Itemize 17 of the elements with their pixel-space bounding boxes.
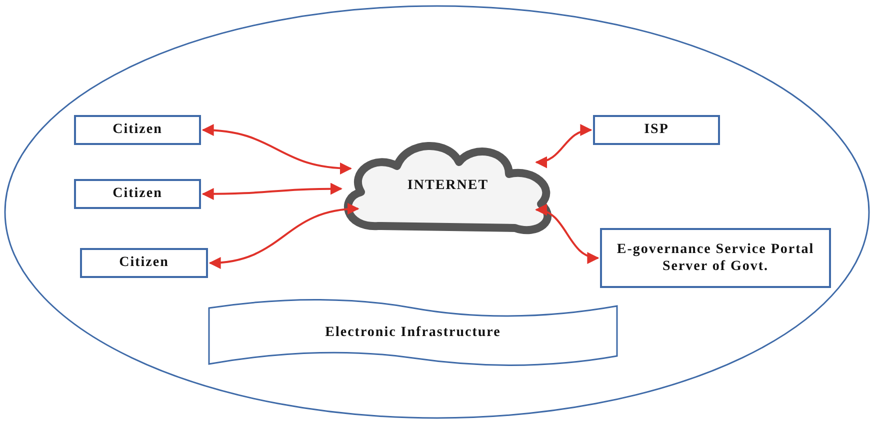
process-box <box>74 179 201 209</box>
node-label: Electronic Infrastructure <box>325 324 501 342</box>
process-box <box>600 228 831 288</box>
node-label: INTERNET <box>407 177 489 195</box>
arrow <box>208 203 360 268</box>
process-box <box>80 248 208 278</box>
arrow <box>202 182 342 200</box>
process-box <box>74 115 201 145</box>
arrow <box>535 205 600 263</box>
arrow <box>535 125 592 168</box>
node-label: ISP <box>644 121 669 139</box>
arrow <box>202 124 352 174</box>
process-box <box>593 115 720 145</box>
node-label: E-governance Service Portal Server of Govt. <box>616 240 816 276</box>
node-label: Citizen <box>119 254 169 272</box>
node-label: Citizen <box>112 121 162 139</box>
node-label: Citizen <box>112 185 162 203</box>
